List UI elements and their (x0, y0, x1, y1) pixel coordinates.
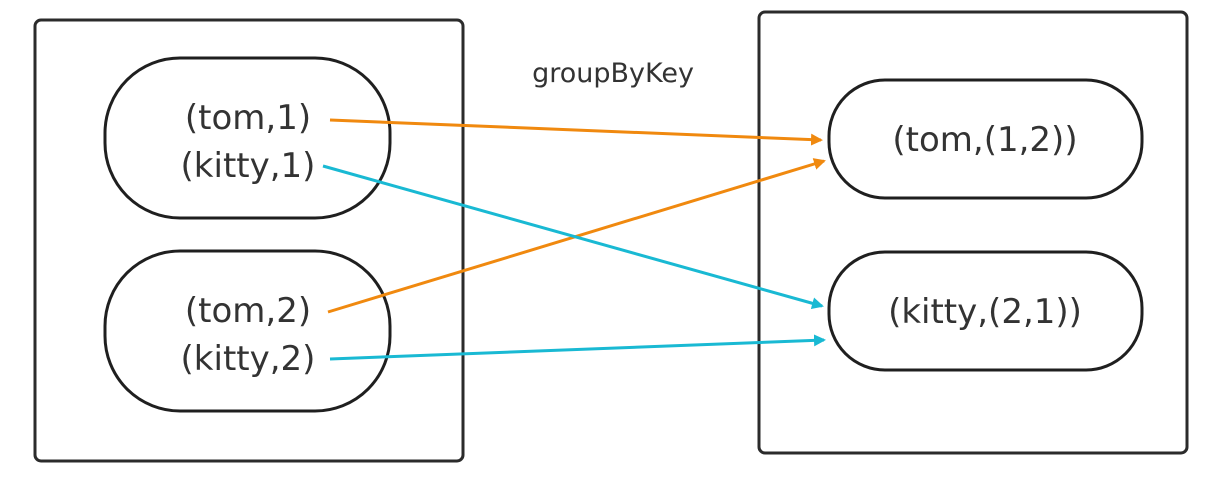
arrow-kitty-1 (322, 164, 824, 310)
arrow-tom-1 (329, 118, 823, 146)
target-rdd-box (757, 10, 1189, 455)
record-tom-1: (tom,1) (185, 98, 311, 138)
record-tom-2: (tom,2) (185, 291, 311, 331)
target-partition-kitty (827, 250, 1144, 372)
target-partition-tom (827, 78, 1144, 200)
source-partition-1 (103, 56, 392, 220)
record-kitty-grouped: (kitty,(2,1)) (888, 292, 1082, 332)
record-tom-grouped: (tom,(1,2)) (892, 120, 1077, 160)
record-kitty-2: (kitty,2) (181, 339, 316, 379)
source-partition-2 (103, 249, 392, 413)
arrow-kitty-2 (329, 334, 826, 361)
record-kitty-1: (kitty,1) (181, 146, 316, 186)
groupbykey-label: groupByKey (532, 58, 694, 89)
